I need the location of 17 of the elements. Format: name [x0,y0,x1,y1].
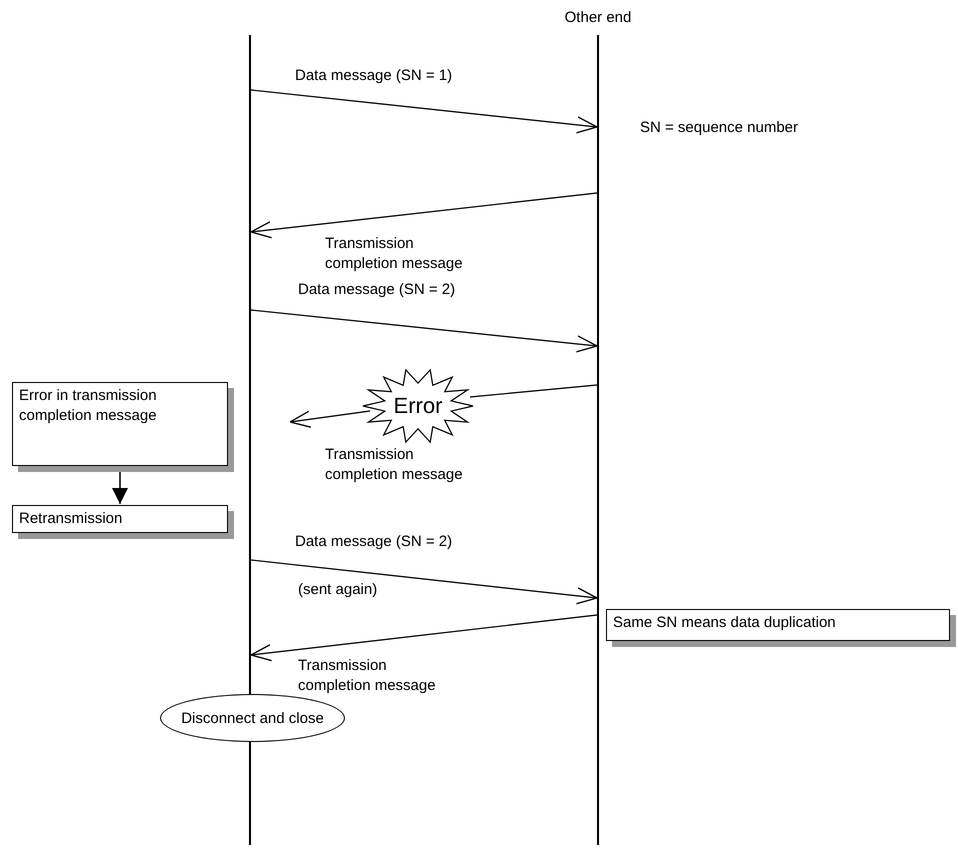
lifeline-header: Other end [564,8,632,28]
error-text: Error [394,393,442,419]
edge-label: Data message (SN = 2) [298,280,456,300]
message-arrow [250,89,598,134]
edge-label: Transmission completion message [325,445,464,484]
message-arrow [250,309,598,353]
message-arrow [289,410,370,428]
message-arrow [250,614,598,662]
message-arrow [250,192,598,238]
edge-label: Transmission completion message [298,656,437,695]
end-ellipse: Disconnect and close [160,694,345,742]
message-arrow [250,559,598,604]
edge-label: Data message (SN = 1) [295,66,452,86]
edge-label: Transmission completion message [325,234,464,273]
edge-label: Data message (SN = 2) [295,532,452,552]
note-text: (sent again) [298,580,378,600]
note-text: SN = sequence number [640,118,798,138]
